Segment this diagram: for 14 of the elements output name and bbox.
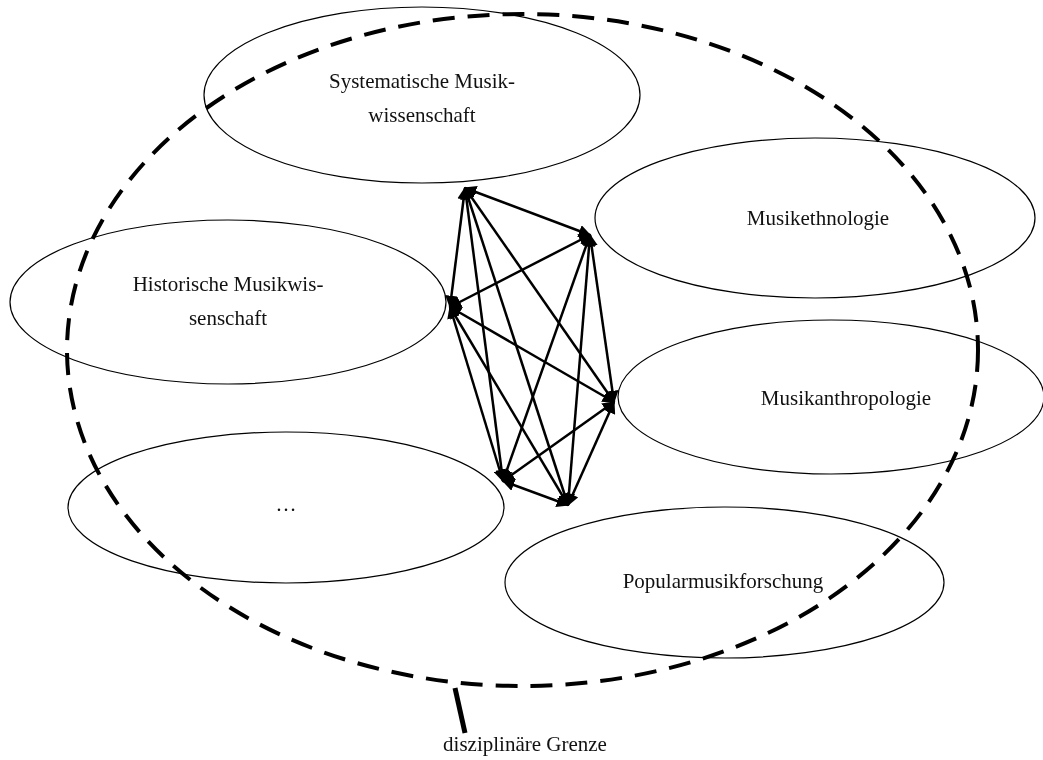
double-arrow bbox=[502, 401, 615, 482]
leader-line bbox=[452, 687, 468, 734]
boundary-label: disziplinäre Grenze bbox=[442, 731, 608, 758]
double-arrow bbox=[566, 400, 616, 507]
discipline-label: Historische Musikwis- senschaft bbox=[131, 271, 325, 332]
discipline-label: Musikethnologie bbox=[745, 205, 891, 232]
discipline-label: Systematische Musik- wissenschaft bbox=[327, 68, 517, 129]
double-arrow bbox=[585, 233, 619, 404]
discipline-label: Musikanthropologie bbox=[759, 385, 933, 412]
double-arrow bbox=[448, 233, 592, 309]
discipline-label: … bbox=[274, 491, 298, 518]
double-arrow bbox=[501, 479, 570, 507]
discipline-label: Popularmusikforschung bbox=[621, 568, 825, 595]
double-arrow bbox=[463, 186, 592, 237]
